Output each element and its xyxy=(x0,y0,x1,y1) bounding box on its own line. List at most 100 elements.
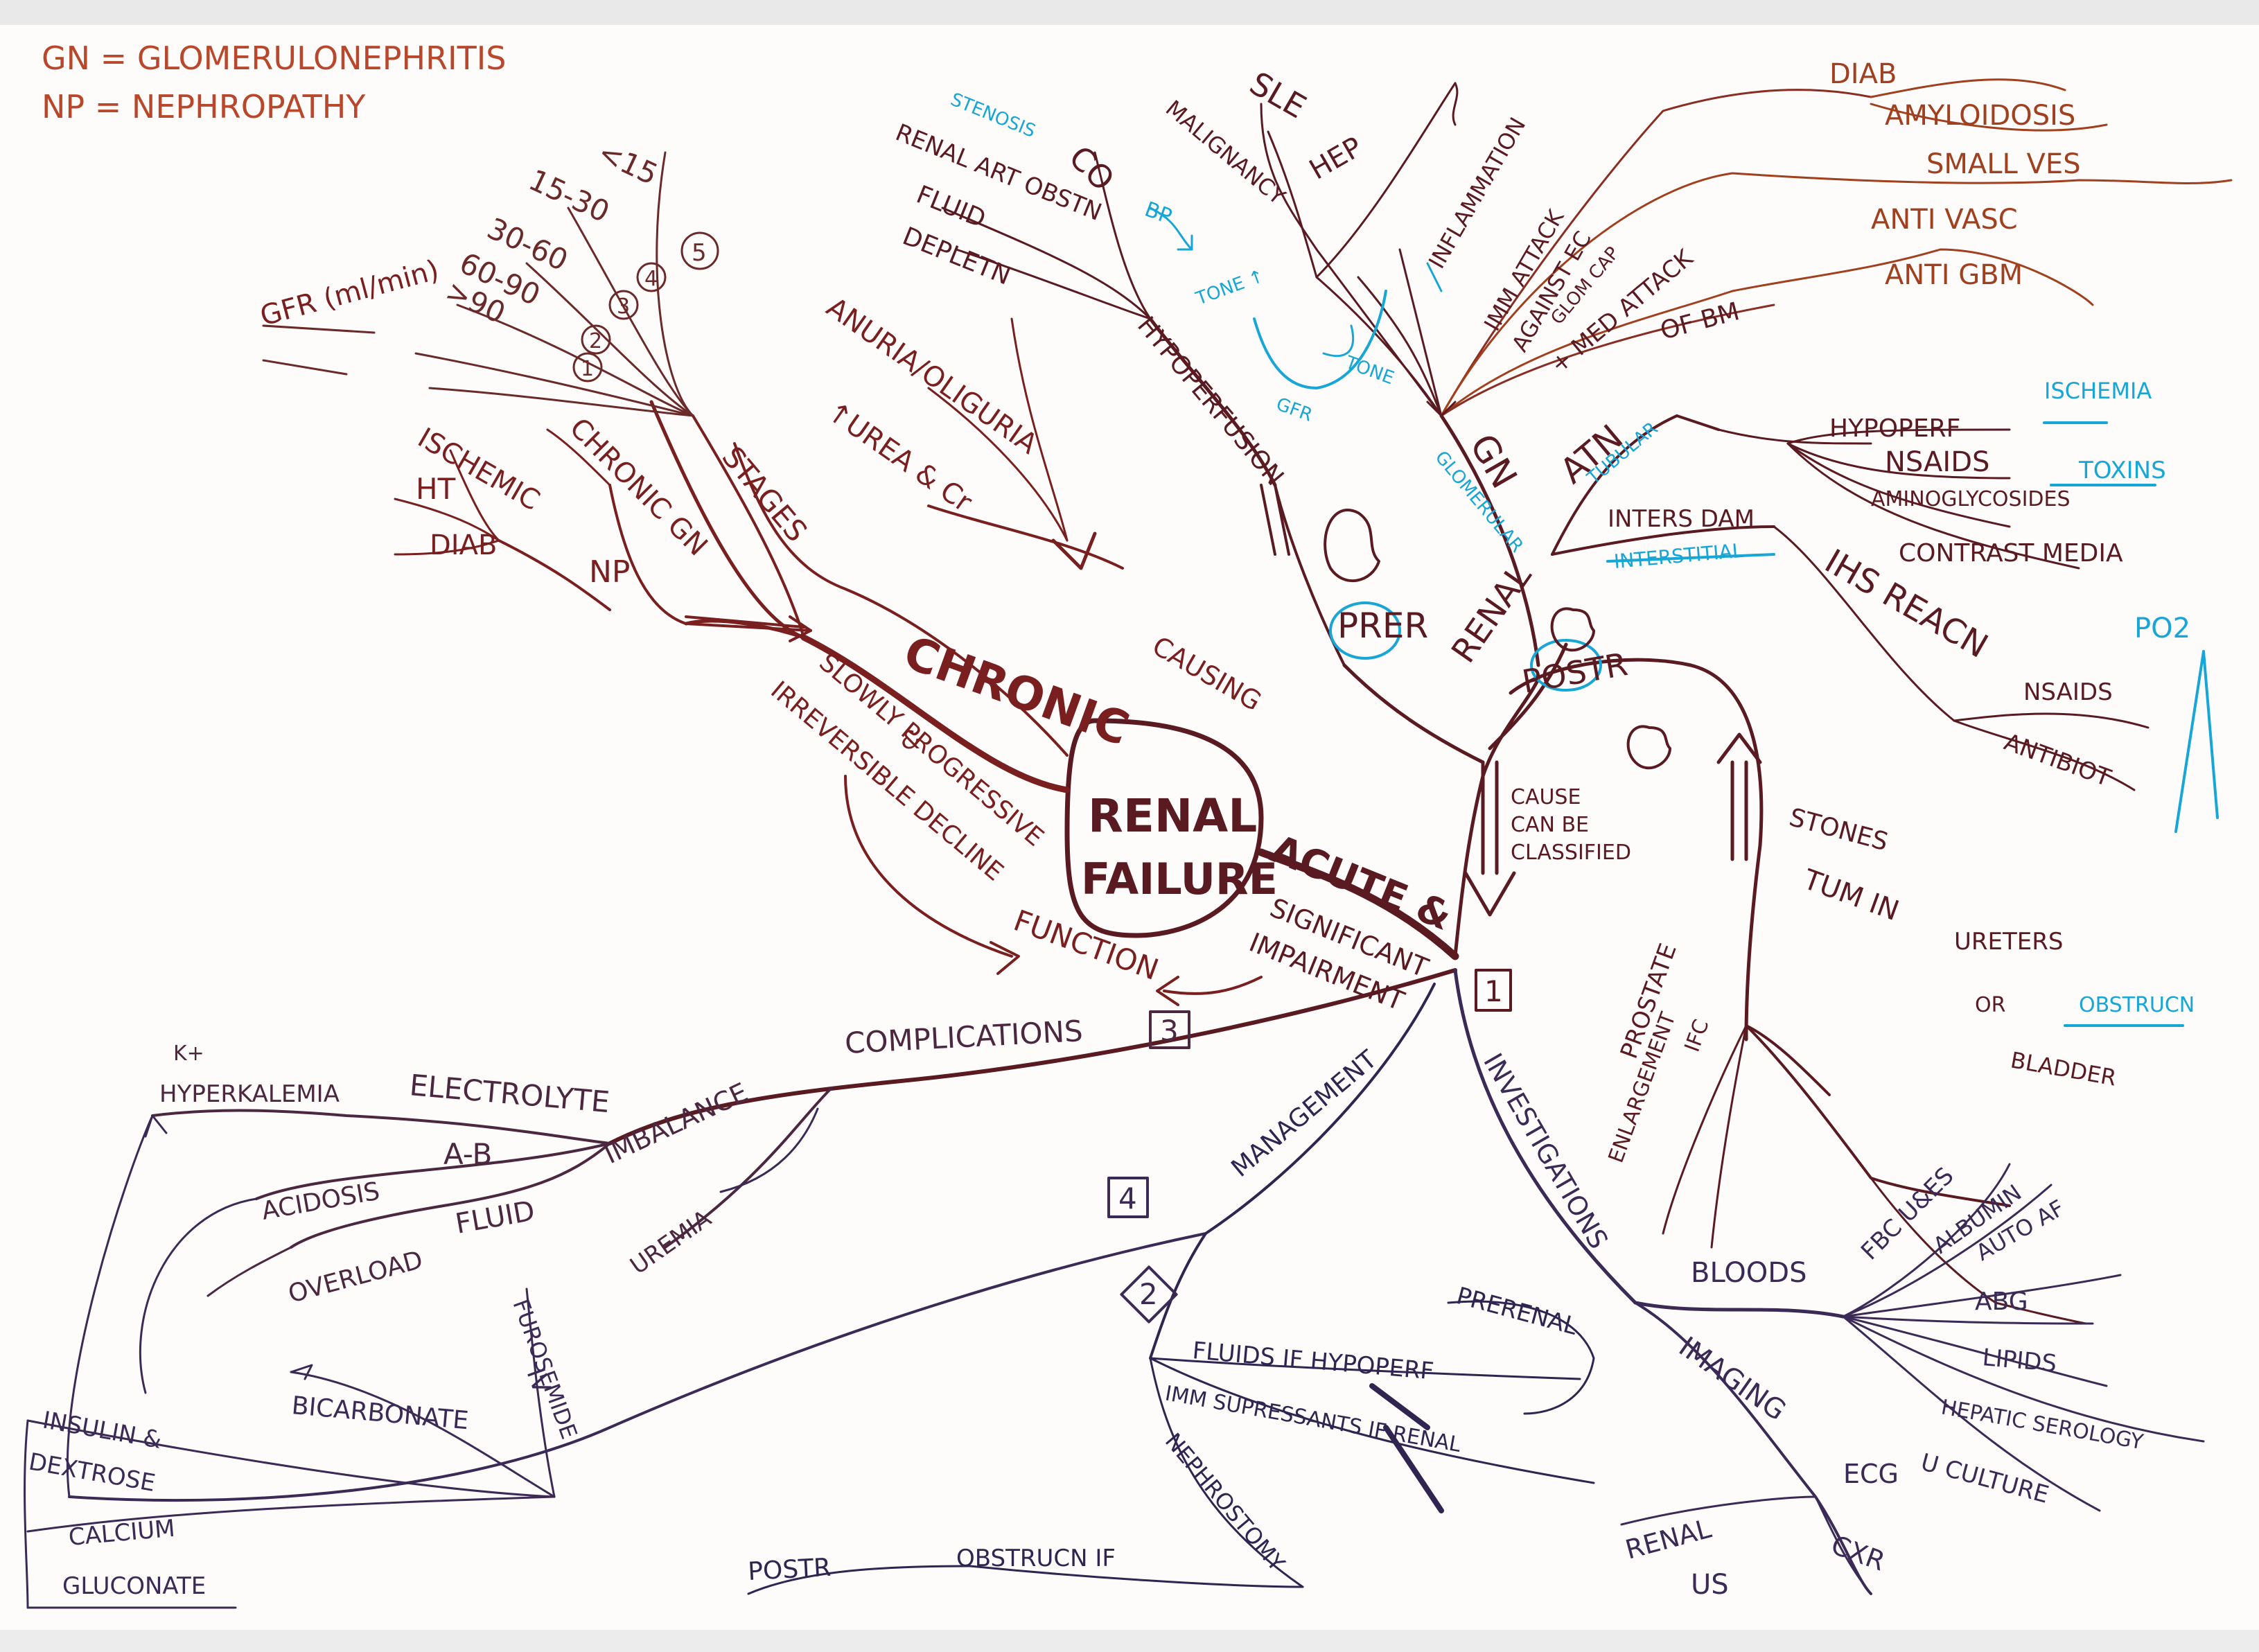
center-label-1: RENAL xyxy=(1088,789,1257,843)
stenosis-label: STENOSIS xyxy=(947,89,1038,142)
anti-gbm-label: ANTI GBM xyxy=(1885,259,2023,291)
gfr-blue-label: GFR xyxy=(1274,394,1315,425)
stage-number-2: 2 xyxy=(589,329,602,353)
fluids-label: FLUIDS IF HYPOPERF xyxy=(1191,1337,1435,1385)
or-label: OR xyxy=(1975,993,2005,1017)
stage-number-4: 4 xyxy=(644,267,658,291)
chronic-desc-2: & xyxy=(901,726,920,755)
prer-label: PRER xyxy=(1337,606,1428,646)
gluconate-label: GLUCONATE xyxy=(62,1572,206,1600)
hypoperfusion-label: HYPOPERFUSION xyxy=(1132,311,1289,491)
classified-1: CAUSE xyxy=(1511,785,1581,809)
box-4: 4 xyxy=(1118,1181,1137,1215)
hep-label: HEP xyxy=(1304,131,1368,186)
diab-label: DIAB xyxy=(430,529,497,561)
center-label-2: FAILURE xyxy=(1081,854,1278,904)
stages-label: STAGES xyxy=(715,440,814,548)
hyperkalemia-label: HYPERKALEMIA xyxy=(159,1080,340,1108)
bottom-edge xyxy=(0,1630,2259,1652)
investigations-branch xyxy=(1453,968,1845,1319)
renal-label: RENAL xyxy=(1444,557,1539,670)
box-1: 1 xyxy=(1484,974,1503,1008)
intersdam-label: INTERS DAM xyxy=(1608,505,1755,533)
cxr-label: CXR xyxy=(1827,1529,1889,1576)
bladder-label: BLADDER xyxy=(2009,1046,2118,1091)
imbalance-label: IMBALANCE xyxy=(599,1077,753,1170)
box-3: 3 xyxy=(1160,1014,1179,1048)
sle-label: SLE xyxy=(1244,64,1313,126)
dextrose-label: DEXTROSE xyxy=(26,1448,157,1497)
kidney-icon-postr xyxy=(1626,725,1671,770)
kidney-icon-renal xyxy=(1550,607,1595,652)
ecg-label: ECG xyxy=(1843,1459,1899,1489)
center-circle xyxy=(1064,718,1264,938)
causing-label: CAUSING xyxy=(1148,631,1267,717)
po2-label: PO2 xyxy=(2134,613,2190,644)
imaging-label: IMAGING xyxy=(1673,1331,1791,1427)
culture-label: U CULTURE xyxy=(1918,1448,2052,1509)
ab-label: A-B xyxy=(443,1137,492,1171)
uremia-label: UREMIA xyxy=(625,1205,717,1281)
legend-line-1: GN = GLOMERULONEPHRITIS xyxy=(42,39,506,77)
tum-label: TUM IN xyxy=(1799,863,1904,927)
antibiot-label: ANTIBIOT xyxy=(2001,728,2115,793)
small-ves-label: SMALL VES xyxy=(1926,148,2081,180)
function-label: FUNCTION xyxy=(1010,903,1163,987)
np-label: NP xyxy=(589,554,630,590)
tone-label-2: TONE xyxy=(1342,352,1397,389)
bp-label: BP xyxy=(1141,197,1175,229)
atn-label: ATN xyxy=(1552,417,1630,492)
classified-3: CLASSIFIED xyxy=(1511,841,1631,865)
chronic-branch xyxy=(800,634,1071,793)
tone-label-1: TONE ↑ xyxy=(1193,265,1267,310)
prerenal-mgmt-label: PRERENAL xyxy=(1454,1282,1581,1341)
nsaids-label: NSAIDS xyxy=(1885,446,1989,478)
interstitial-label: INTERSTITIAL xyxy=(1613,539,1744,573)
calcium-label: CALCIUM xyxy=(67,1515,176,1552)
overload-label: OVERLOAD xyxy=(285,1246,426,1309)
kidney-icon-prer xyxy=(1324,509,1380,582)
us-label: US xyxy=(1691,1569,1729,1601)
amyloidosis-label: AMYLOIDOSIS xyxy=(1885,100,2075,132)
diab-renal-label: DIAB xyxy=(1829,58,1897,90)
complications-branch xyxy=(608,968,1457,1145)
nephrostomy-label: NEPHROSTOMY xyxy=(1160,1428,1290,1576)
hypoperf-label: HYPOPERF xyxy=(1829,414,1960,443)
management-branch xyxy=(1149,983,1436,1360)
gfr-label: GFR (ml/min) xyxy=(257,254,443,333)
classified-2: CAN BE xyxy=(1511,813,1589,837)
postr-mgmt-label: POSTR xyxy=(747,1554,832,1586)
toxins-label: TOXINS xyxy=(2078,457,2166,484)
electrolyte-label: ELECTROLYTE xyxy=(408,1068,611,1119)
bloods-label: BLOODS xyxy=(1691,1257,1807,1289)
inflammation-label: INFLAMMATION xyxy=(1423,113,1531,273)
ureters-label: URETERS xyxy=(1954,928,2063,956)
insulin-label: INSULIN & xyxy=(40,1406,164,1455)
management-label: MANAGEMENT xyxy=(1226,1045,1382,1183)
urea-label: ↑UREA & Cr xyxy=(820,396,978,519)
anti-vasc-label: ANTI VASC xyxy=(1871,204,2018,236)
stage-value-1: <15 xyxy=(593,135,663,192)
stones-label: STONES xyxy=(1786,803,1891,856)
top-edge xyxy=(0,0,2259,25)
investigations-label: INVESTIGATIONS xyxy=(1477,1048,1614,1254)
stage-number-3: 3 xyxy=(617,295,630,319)
obstrucn-label: OBSTRUCN xyxy=(2079,993,2195,1017)
ifc-label: IFC xyxy=(1680,1017,1714,1055)
ht-label: HT xyxy=(416,472,456,506)
legend-line-2: NP = NEPHROPATHY xyxy=(42,88,366,125)
lipids-label: LIPIDS xyxy=(1981,1344,2057,1378)
stage-number-5: 5 xyxy=(692,239,707,267)
aminoglycosides-label: AMINOGLYCOSIDES xyxy=(1871,487,2071,511)
box-2: 2 xyxy=(1139,1277,1158,1311)
stage-number-1: 1 xyxy=(581,357,594,381)
fluid-label: FLUID xyxy=(913,180,990,234)
abg-label: ABG xyxy=(1975,1288,2028,1316)
obstr-mgmt-label: OBSTRUCN IF xyxy=(956,1545,1116,1572)
k-label: K+ xyxy=(173,1042,204,1066)
nsaids-2-label: NSAIDS xyxy=(2023,678,2113,706)
of-bm-label: OF BM xyxy=(1658,297,1743,346)
acidosis-label: ACIDOSIS xyxy=(259,1177,382,1226)
acute-branch xyxy=(1257,848,1459,960)
